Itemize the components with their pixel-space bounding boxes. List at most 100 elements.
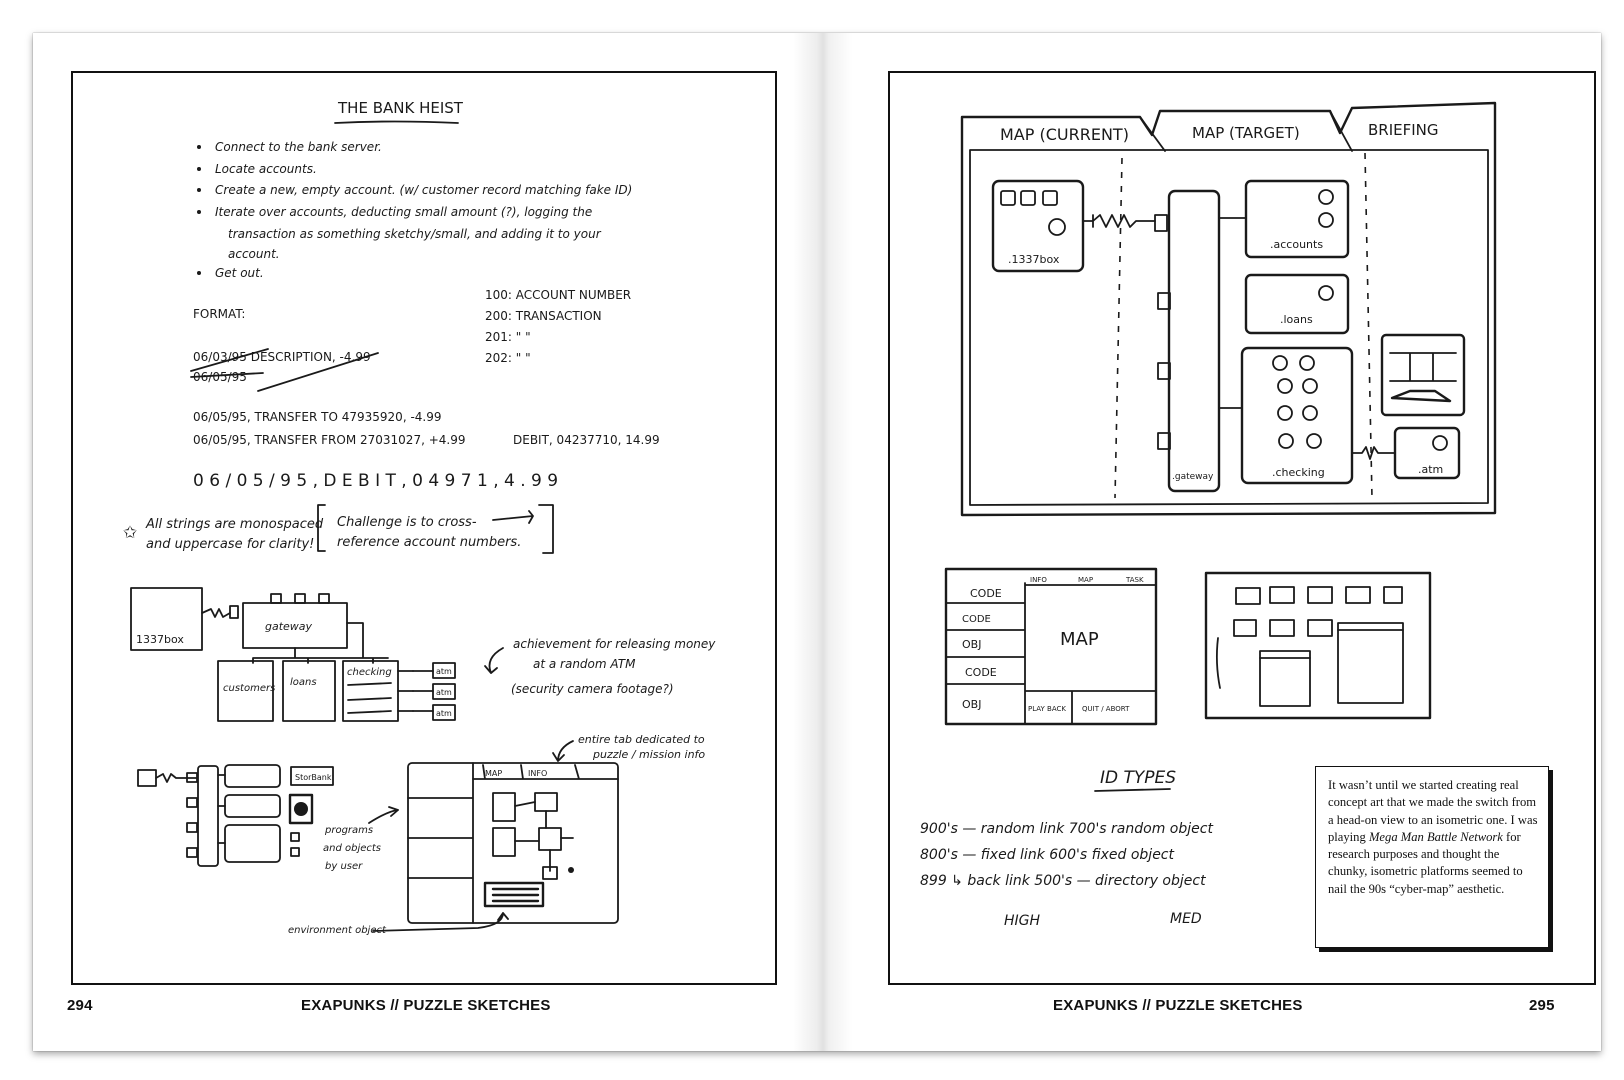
big-record: 0 6 / 0 5 / 9 5 , D E B I T , 0 4 9 7 1 …: [193, 471, 558, 491]
map-ui-sketch: MAP (CURRENT) MAP (TARGET) BRIEFING .133…: [920, 101, 1497, 929]
tab-map-target: MAP (TARGET): [1192, 124, 1300, 142]
id-types-underline: [1094, 788, 1171, 792]
right-page: MAP (CURRENT) MAP (TARGET) BRIEFING .133…: [823, 33, 1601, 1051]
network-diagram-1: 1337box gateway customers loans checking: [130, 587, 456, 722]
desktop-window-2: [1259, 650, 1311, 707]
right-sketch-frame: MAP (CURRENT) MAP (TARGET) BRIEFING .133…: [888, 71, 1596, 985]
id-types-row-1: 900's — random link 700's random object: [920, 821, 1213, 837]
bullet-4: Iterate over accounts, deducting small a…: [215, 205, 592, 219]
host-link: [1082, 214, 1156, 228]
left-sketch-frame: THE BANK HEIST Connect to the bank serve…: [71, 71, 777, 985]
note-left-2: and uppercase for clarity!: [146, 537, 314, 552]
atm-links: [397, 670, 414, 712]
left-running-head: EXAPUNKS // PUZZLE SKETCHES: [301, 997, 551, 1014]
atm-node: [1393, 426, 1461, 480]
atm-box-3: [432, 704, 456, 721]
id-code-201: 201: " ": [485, 330, 531, 344]
programs-arrow: [368, 806, 399, 824]
mini-tab-map: MAP: [1078, 576, 1093, 584]
achievement-2: at a random ATM: [533, 657, 636, 671]
note-left-1: All strings are monospaced: [145, 517, 324, 532]
right-page-number: 295: [1529, 997, 1555, 1014]
star-icon: ✩: [123, 523, 137, 543]
bullet-3: Create a new, empty account. (w/ custome…: [215, 183, 632, 197]
scribbles: [347, 682, 392, 714]
left-page: THE BANK HEIST Connect to the bank serve…: [33, 33, 823, 1051]
caption-text: It wasn’t until we started creating real…: [1328, 777, 1538, 898]
right-running-head: EXAPUNKS // PUZZLE SKETCHES: [1053, 997, 1303, 1014]
host-label: 1337box: [136, 633, 184, 646]
debit-side: DEBIT, 04237710, 14.99: [513, 433, 660, 447]
atm-label-1: atm: [436, 667, 452, 676]
mini-bottom-left: PLAY BACK: [1028, 705, 1066, 713]
tab-map-current: MAP (CURRENT): [1000, 125, 1129, 144]
checking-node-label: .checking: [1272, 466, 1325, 479]
loans-label: loans: [290, 677, 317, 688]
programs-2: and objects: [323, 843, 381, 854]
programs-1: programs: [324, 825, 373, 836]
host-box: [130, 587, 203, 651]
id-codes: 100: ACCOUNT NUMBER 200: TRANSACTION 201…: [485, 288, 631, 365]
tab-briefing: BRIEFING: [1368, 121, 1439, 139]
storage-label: StorBank: [295, 773, 332, 782]
id-code-200: 200: TRANSACTION: [485, 309, 602, 323]
mini-item-3: OBJ: [962, 638, 981, 651]
mini-bottom-right: QUIT / ABORT: [1082, 705, 1130, 713]
record-2: 06/05/95, TRANSFER FROM 27031027, +4.99: [193, 433, 465, 447]
bullet-list: Connect to the bank server. Locate accou…: [197, 140, 632, 280]
tab-note-arrow: [552, 740, 574, 762]
book-spread: THE BANK HEIST Connect to the bank serve…: [33, 33, 1601, 1051]
achievement-1: achievement for releasing money: [513, 637, 716, 651]
env-label: environment object: [288, 925, 387, 936]
bullet-dot: [197, 210, 201, 214]
atm-node-label: .atm: [1418, 463, 1443, 476]
checking-node: [1240, 346, 1354, 485]
mini-window: [407, 762, 619, 924]
atm-link: [1351, 446, 1396, 460]
format-label: FORMAT:: [193, 307, 245, 321]
id-types-high: HIGH: [1004, 913, 1041, 929]
achievement-3: (security camera footage?): [511, 682, 674, 696]
desktop-frame: [1204, 571, 1432, 720]
id-types-med: MED: [1170, 911, 1202, 927]
desktop-sketch: [1204, 571, 1432, 720]
programs-3: by user: [325, 861, 363, 872]
bullet-2: Locate accounts.: [215, 162, 317, 176]
env-arrow: [372, 912, 509, 932]
gateway-node: [1167, 189, 1221, 493]
tab-note: entire tab dedicated to puzzle / mission…: [552, 733, 705, 762]
mini-links: [514, 801, 574, 872]
loans-node-label: .loans: [1280, 313, 1313, 326]
bullet-5: Get out.: [215, 266, 264, 280]
record-1: 06/05/95, TRANSFER TO 47935920, -4.99: [193, 410, 442, 424]
atm-label-2: atm: [436, 688, 452, 697]
id-types-row-3: 899 ↳ back link 500's — directory object: [920, 873, 1206, 889]
squiggle-2: [155, 773, 198, 783]
mini-tab-info: INFO: [1030, 576, 1047, 584]
mini-ui-frame: [944, 567, 1158, 726]
gateway-bar-2: [197, 765, 219, 867]
bullet-dot: [197, 145, 201, 149]
clarity-note: ✩ All strings are monospaced and upperca…: [123, 504, 554, 554]
strike-marks: [190, 348, 379, 392]
divider-right: [1364, 152, 1373, 499]
accounts-node-label: .accounts: [1270, 238, 1323, 251]
id-types-notes: ID TYPES 900's — random link 700's rando…: [920, 768, 1213, 929]
achievement-note: achievement for releasing money at a ran…: [484, 637, 716, 696]
map-window-sketch: MAP (CURRENT) MAP (TARGET) BRIEFING .133…: [960, 101, 1497, 517]
note-right-2: reference account numbers.: [337, 535, 521, 550]
tab-note-1: entire tab dedicated to: [578, 733, 705, 746]
mini-window-columns: [407, 762, 474, 924]
bullet-dot: [197, 188, 201, 192]
desktop-window-1: [1337, 622, 1404, 704]
mascot-box: [288, 793, 314, 825]
sketch-title: THE BANK HEIST: [337, 99, 464, 117]
host-node-label: .1337box: [1008, 253, 1060, 266]
caption-box: It wasn’t until we started creating real…: [1315, 766, 1549, 948]
arrow-right: [492, 510, 534, 524]
customers-label: customers: [223, 683, 275, 694]
note-right-1: Challenge is to cross-: [337, 515, 477, 530]
tab-dividers: [1139, 110, 1353, 152]
mini-center-map: MAP: [1060, 629, 1099, 650]
loans-box: [282, 660, 336, 722]
